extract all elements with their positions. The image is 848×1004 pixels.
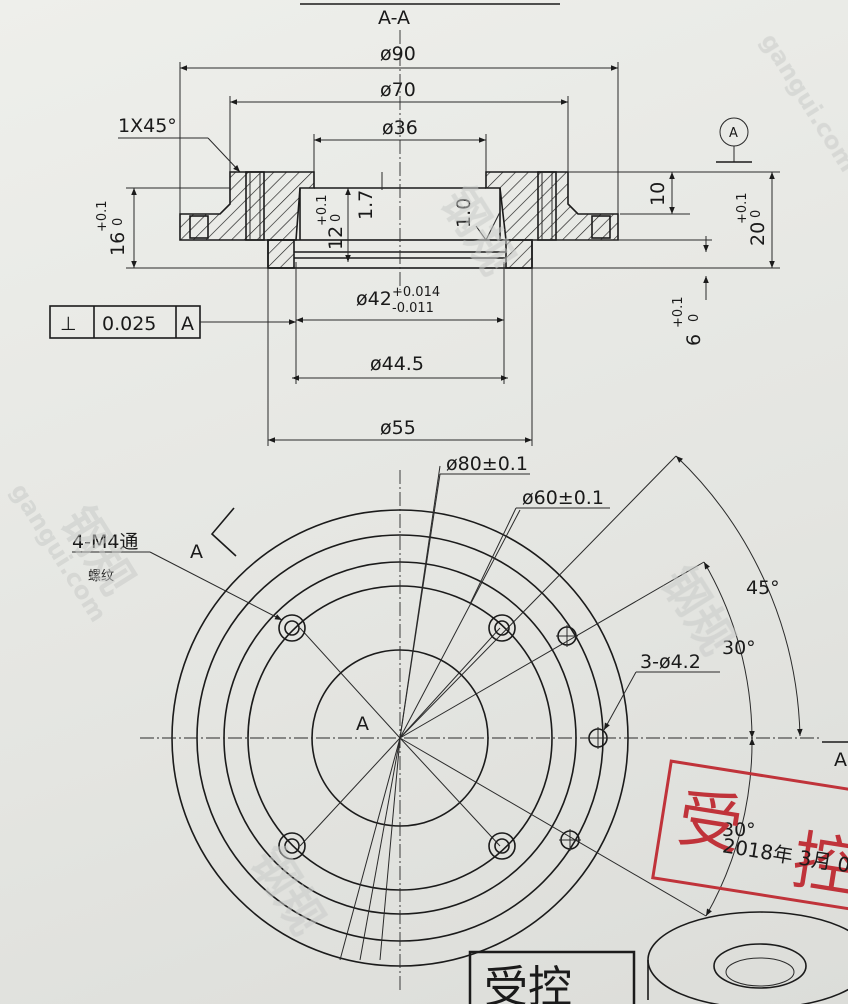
gdt-symbol: ⊥ [60, 313, 77, 335]
view-arrow-a: A [190, 507, 237, 563]
gdt-datum: A [181, 313, 194, 335]
svg-text:0: 0 [329, 214, 344, 222]
dim-d55: ø55 [267, 268, 533, 446]
dim-h10: 10 [568, 171, 780, 215]
svg-text:0: 0 [111, 218, 126, 226]
datum-a-symbol: A [716, 117, 752, 163]
dim-d70: ø70 [229, 79, 569, 172]
svg-text:+0.1: +0.1 [671, 296, 686, 328]
svg-text:+0.014: +0.014 [392, 285, 440, 300]
svg-text:A: A [834, 749, 847, 771]
control-stamp: 受 控 2018年 3月 0 [651, 759, 848, 914]
svg-text:1.0: 1.0 [453, 198, 475, 228]
svg-text:20: 20 [747, 222, 769, 246]
gdt-value: 0.025 [102, 313, 156, 335]
m4-hole-2 [488, 614, 516, 642]
svg-text:-0.011: -0.011 [392, 301, 434, 316]
svg-text:10: 10 [647, 182, 669, 206]
m4-hole-1 [278, 614, 306, 642]
section-title: A-A [378, 7, 410, 29]
dim-d44-5: ø44.5 [292, 353, 508, 381]
svg-text:受: 受 [673, 781, 748, 864]
angle-30a-text: 30° [722, 637, 756, 659]
svg-text:1X45°: 1X45° [118, 115, 177, 137]
d80-leader: ø80±0.1 [399, 453, 530, 739]
dim-1-7: 1.7 [355, 190, 377, 220]
svg-text:ø60±0.1: ø60±0.1 [522, 487, 604, 509]
roughness-symbol: 1.0 [453, 198, 501, 241]
dim-h6: 6 +0.1 0 [506, 236, 712, 346]
angle-30b-text: 30° [722, 819, 756, 841]
d4-2-hole-3 [559, 829, 581, 851]
bottom-stamp: 受控 [468, 950, 636, 1004]
m4-hole-3 [278, 832, 306, 860]
svg-text:+0.1: +0.1 [95, 200, 110, 232]
dim-d42: ø42 +0.014 -0.011 [295, 262, 505, 384]
dim-d70-text: ø70 [380, 79, 416, 101]
svg-text:0: 0 [749, 210, 764, 218]
angle-45-arc [675, 455, 803, 737]
svg-text:控: 控 [787, 824, 848, 907]
svg-text:gangui.com: gangui.com [755, 28, 848, 177]
svg-text:A: A [729, 126, 738, 141]
svg-text:钢规: 钢规 [241, 837, 336, 944]
d4-2-hole-1 [556, 625, 578, 647]
gdt-frame: ⊥ 0.025 A [49, 305, 296, 339]
svg-text:3-ø4.2: 3-ø4.2 [640, 651, 701, 673]
svg-text:4-M4通: 4-M4通 [72, 531, 138, 553]
svg-text:ø55: ø55 [380, 417, 416, 439]
angle-30a-arc [703, 561, 755, 739]
svg-text:0: 0 [687, 314, 702, 322]
svg-text:ø44.5: ø44.5 [370, 353, 424, 375]
iso-sketch [647, 911, 848, 1004]
d60-leader: ø60±0.1 [469, 487, 610, 605]
d4-2-leader: 3-ø4.2 [603, 651, 720, 731]
svg-text:A: A [190, 541, 203, 563]
view-arrow-a-right: A [822, 741, 848, 771]
svg-text:螺纹: 螺纹 [88, 569, 114, 584]
m4-leader: 4-M4通 螺纹 [72, 531, 283, 621]
svg-text:ø80±0.1: ø80±0.1 [446, 453, 528, 475]
svg-text:12: 12 [325, 226, 347, 250]
svg-text:16: 16 [107, 232, 129, 256]
center-label: A [356, 713, 369, 735]
angle-30b-arc [705, 737, 755, 917]
dim-d90: ø90 [179, 43, 619, 218]
svg-text:6: 6 [683, 334, 705, 346]
m4-hole-4 [488, 832, 516, 860]
svg-text:ø42: ø42 [356, 288, 392, 310]
dim-h20: 20 +0.1 0 [532, 172, 780, 269]
dim-d90-text: ø90 [380, 43, 416, 65]
angle-45-text: 45° [746, 577, 780, 599]
section-body [179, 171, 619, 269]
chamfer-leader: 1X45° [118, 115, 241, 173]
d4-2-hole-2 [587, 727, 609, 749]
svg-text:受控: 受控 [484, 962, 572, 1004]
plan-view: A [140, 455, 820, 990]
svg-text:+0.1: +0.1 [735, 192, 750, 224]
dim-h16: 16 +0.1 0 [95, 187, 268, 269]
dim-h12: 12 +0.1 0 [315, 188, 351, 262]
svg-text:+0.1: +0.1 [315, 194, 330, 226]
